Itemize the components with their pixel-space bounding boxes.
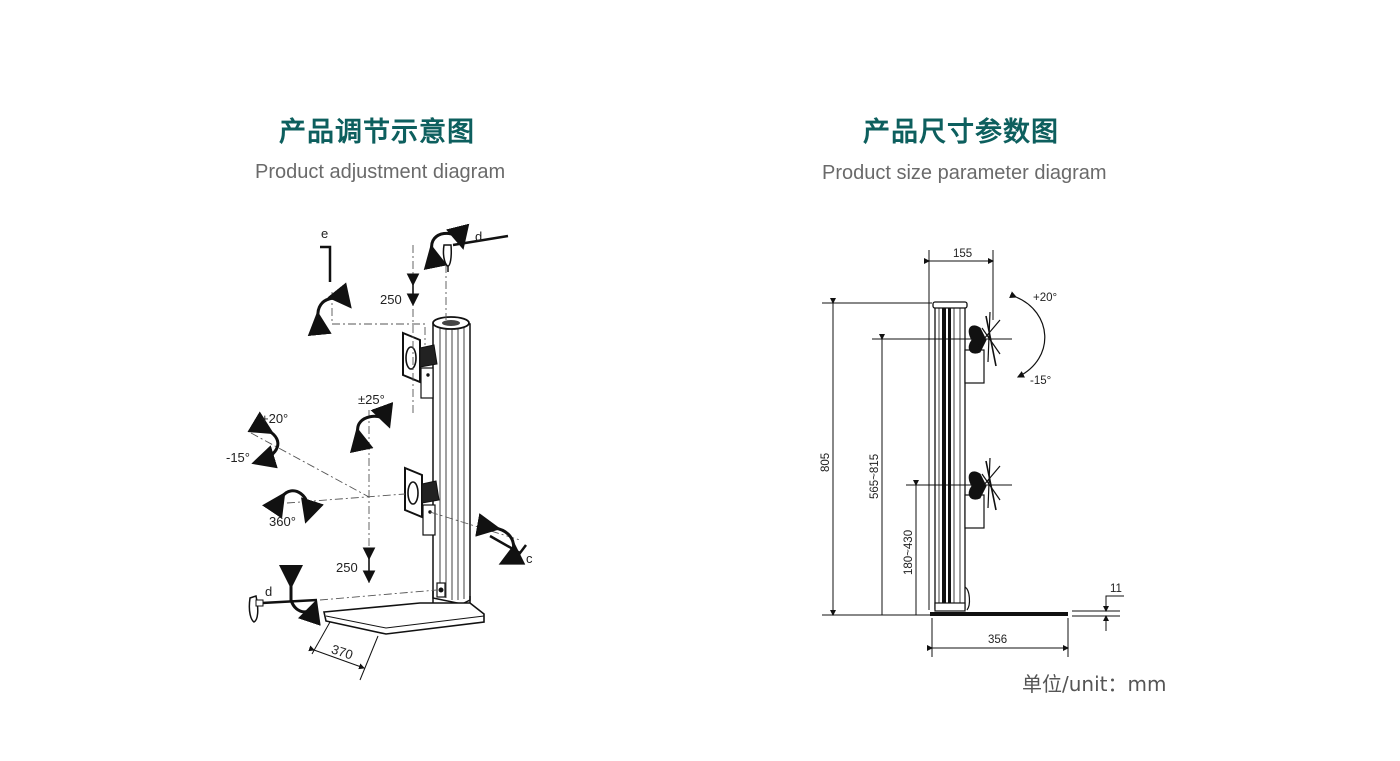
label-d-bottom: d bbox=[265, 584, 272, 599]
pole-side-view bbox=[932, 301, 971, 612]
label-base-width: 356 bbox=[988, 634, 1007, 646]
size-diagram bbox=[822, 250, 1124, 657]
label-total-height: 805 bbox=[820, 453, 832, 472]
t-handle-d-top-icon bbox=[442, 234, 509, 272]
size-diagram-title-cn: 产品尺寸参数图 bbox=[863, 117, 1059, 148]
rotate-arrow-top-icon bbox=[423, 223, 470, 270]
tilt-arrow-icon bbox=[247, 411, 280, 469]
label-height-bottom: 250 bbox=[336, 560, 358, 575]
label-tilt-minus-right: -15° bbox=[1030, 375, 1051, 387]
swivel-arrow-icon bbox=[349, 401, 394, 454]
size-diagram-title-en: Product size parameter diagram bbox=[822, 162, 1107, 184]
tilt-arc-icon bbox=[1009, 291, 1046, 378]
label-rotation: 360° bbox=[269, 514, 296, 529]
lower-vesa-mount bbox=[404, 466, 440, 536]
label-base-thickness: 11 bbox=[1110, 583, 1122, 595]
label-tilt-plus-right: +20° bbox=[1033, 292, 1057, 304]
dimension-lines bbox=[822, 250, 1124, 657]
rotation-arrow-icon bbox=[262, 489, 324, 524]
upper-mount-side bbox=[964, 311, 1001, 384]
label-tilt-minus: -15° bbox=[226, 450, 250, 465]
label-base-depth: 370 bbox=[330, 641, 355, 662]
label-d-top: d bbox=[475, 229, 482, 244]
adjustment-diagram bbox=[247, 223, 527, 681]
label-upper-mount-range: 565~815 bbox=[869, 454, 881, 499]
t-handle-d-bottom-icon bbox=[248, 595, 318, 623]
hex-key-c-icon bbox=[489, 534, 527, 555]
upper-vesa-mount bbox=[402, 331, 438, 399]
base bbox=[323, 602, 485, 635]
adjustment-diagram-title-cn: 产品调节示意图 bbox=[279, 117, 475, 148]
label-arm-reach: 155 bbox=[953, 248, 972, 260]
rotate-arrow-bottom-icon bbox=[279, 565, 321, 626]
rotate-arrow-c-icon bbox=[475, 513, 526, 565]
hex-key-e-icon bbox=[320, 245, 332, 282]
label-lower-mount-range: 180~430 bbox=[903, 530, 915, 575]
label-c: c bbox=[526, 551, 533, 566]
label-e: e bbox=[321, 226, 328, 241]
label-height-top: 250 bbox=[380, 292, 402, 307]
label-tilt-plus: +20° bbox=[261, 411, 288, 426]
base-side-view bbox=[930, 612, 1068, 616]
size-labels: 155 +20° -15° 805 565~815 180~430 356 11 bbox=[820, 248, 1122, 646]
adjustment-labels: e d 250 ±25° +20° -15° 360° c 250 d 370 bbox=[226, 226, 533, 662]
base-depth-dimension bbox=[308, 621, 379, 681]
rotate-arrow-icon bbox=[307, 282, 352, 337]
adjustment-diagram-title-en: Product adjustment diagram bbox=[255, 161, 506, 183]
label-swivel: ±25° bbox=[358, 392, 385, 407]
unit-label: 单位/unit：mm bbox=[1022, 672, 1167, 696]
lower-mount-side bbox=[964, 457, 1001, 529]
pole bbox=[432, 316, 471, 609]
